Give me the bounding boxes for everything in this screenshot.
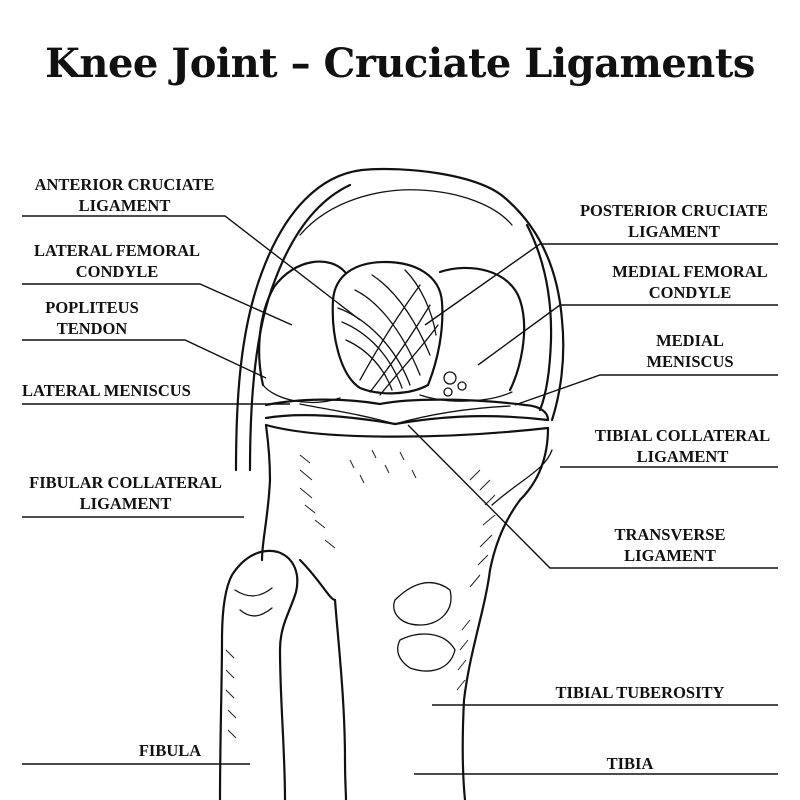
label-popliteus-tendon: POPLITEUS TENDON [45,298,139,338]
cruciate-ligaments [331,260,467,397]
leader-popliteus-tendon [22,339,267,379]
label-tibial-collateral-ligament: TIBIAL COLLATERAL LIGAMENT [594,426,771,466]
label-medial-meniscus: MEDIAL MENISCUS [646,331,734,371]
tibia [260,423,553,800]
label-posterior-cruciate-ligament: POSTERIOR CRUCIATE LIGAMENT [579,201,769,241]
menisci [264,398,550,426]
label-fibula: FIBULA [138,741,202,760]
diagram-title: Knee Joint – Cruciate Ligaments [45,40,755,87]
femur [234,167,565,472]
leader-lines-right [407,243,778,775]
leader-medial-femoral-condyle [477,304,778,366]
leader-lines-left [22,215,361,765]
leader-anterior-cruciate [22,215,361,321]
label-transverse-ligament: TRANSVERSE LIGAMENT [614,525,726,565]
label-medial-femoral-condyle: MEDIAL FEMORAL CONDYLE [612,262,768,302]
label-anterior-cruciate-ligament: ANTERIOR CRUCIATE LIGAMENT [34,175,215,215]
fibula [218,549,299,800]
label-lateral-femoral-condyle: LATERAL FEMORAL CONDYLE [33,241,201,281]
label-tibia: TIBIA [606,754,654,773]
leader-posterior-cruciate [424,243,778,326]
label-fibular-collateral-ligament: FIBULAR COLLATERAL LIGAMENT [29,473,222,513]
leader-lateral-femoral-condyle [22,283,293,326]
label-lateral-meniscus: LATERAL MENISCUS [22,381,191,400]
leader-medial-meniscus [514,374,778,406]
label-tibial-tuberosity: TIBIAL TUBEROSITY [555,683,725,702]
leader-transverse-ligament [407,424,778,569]
